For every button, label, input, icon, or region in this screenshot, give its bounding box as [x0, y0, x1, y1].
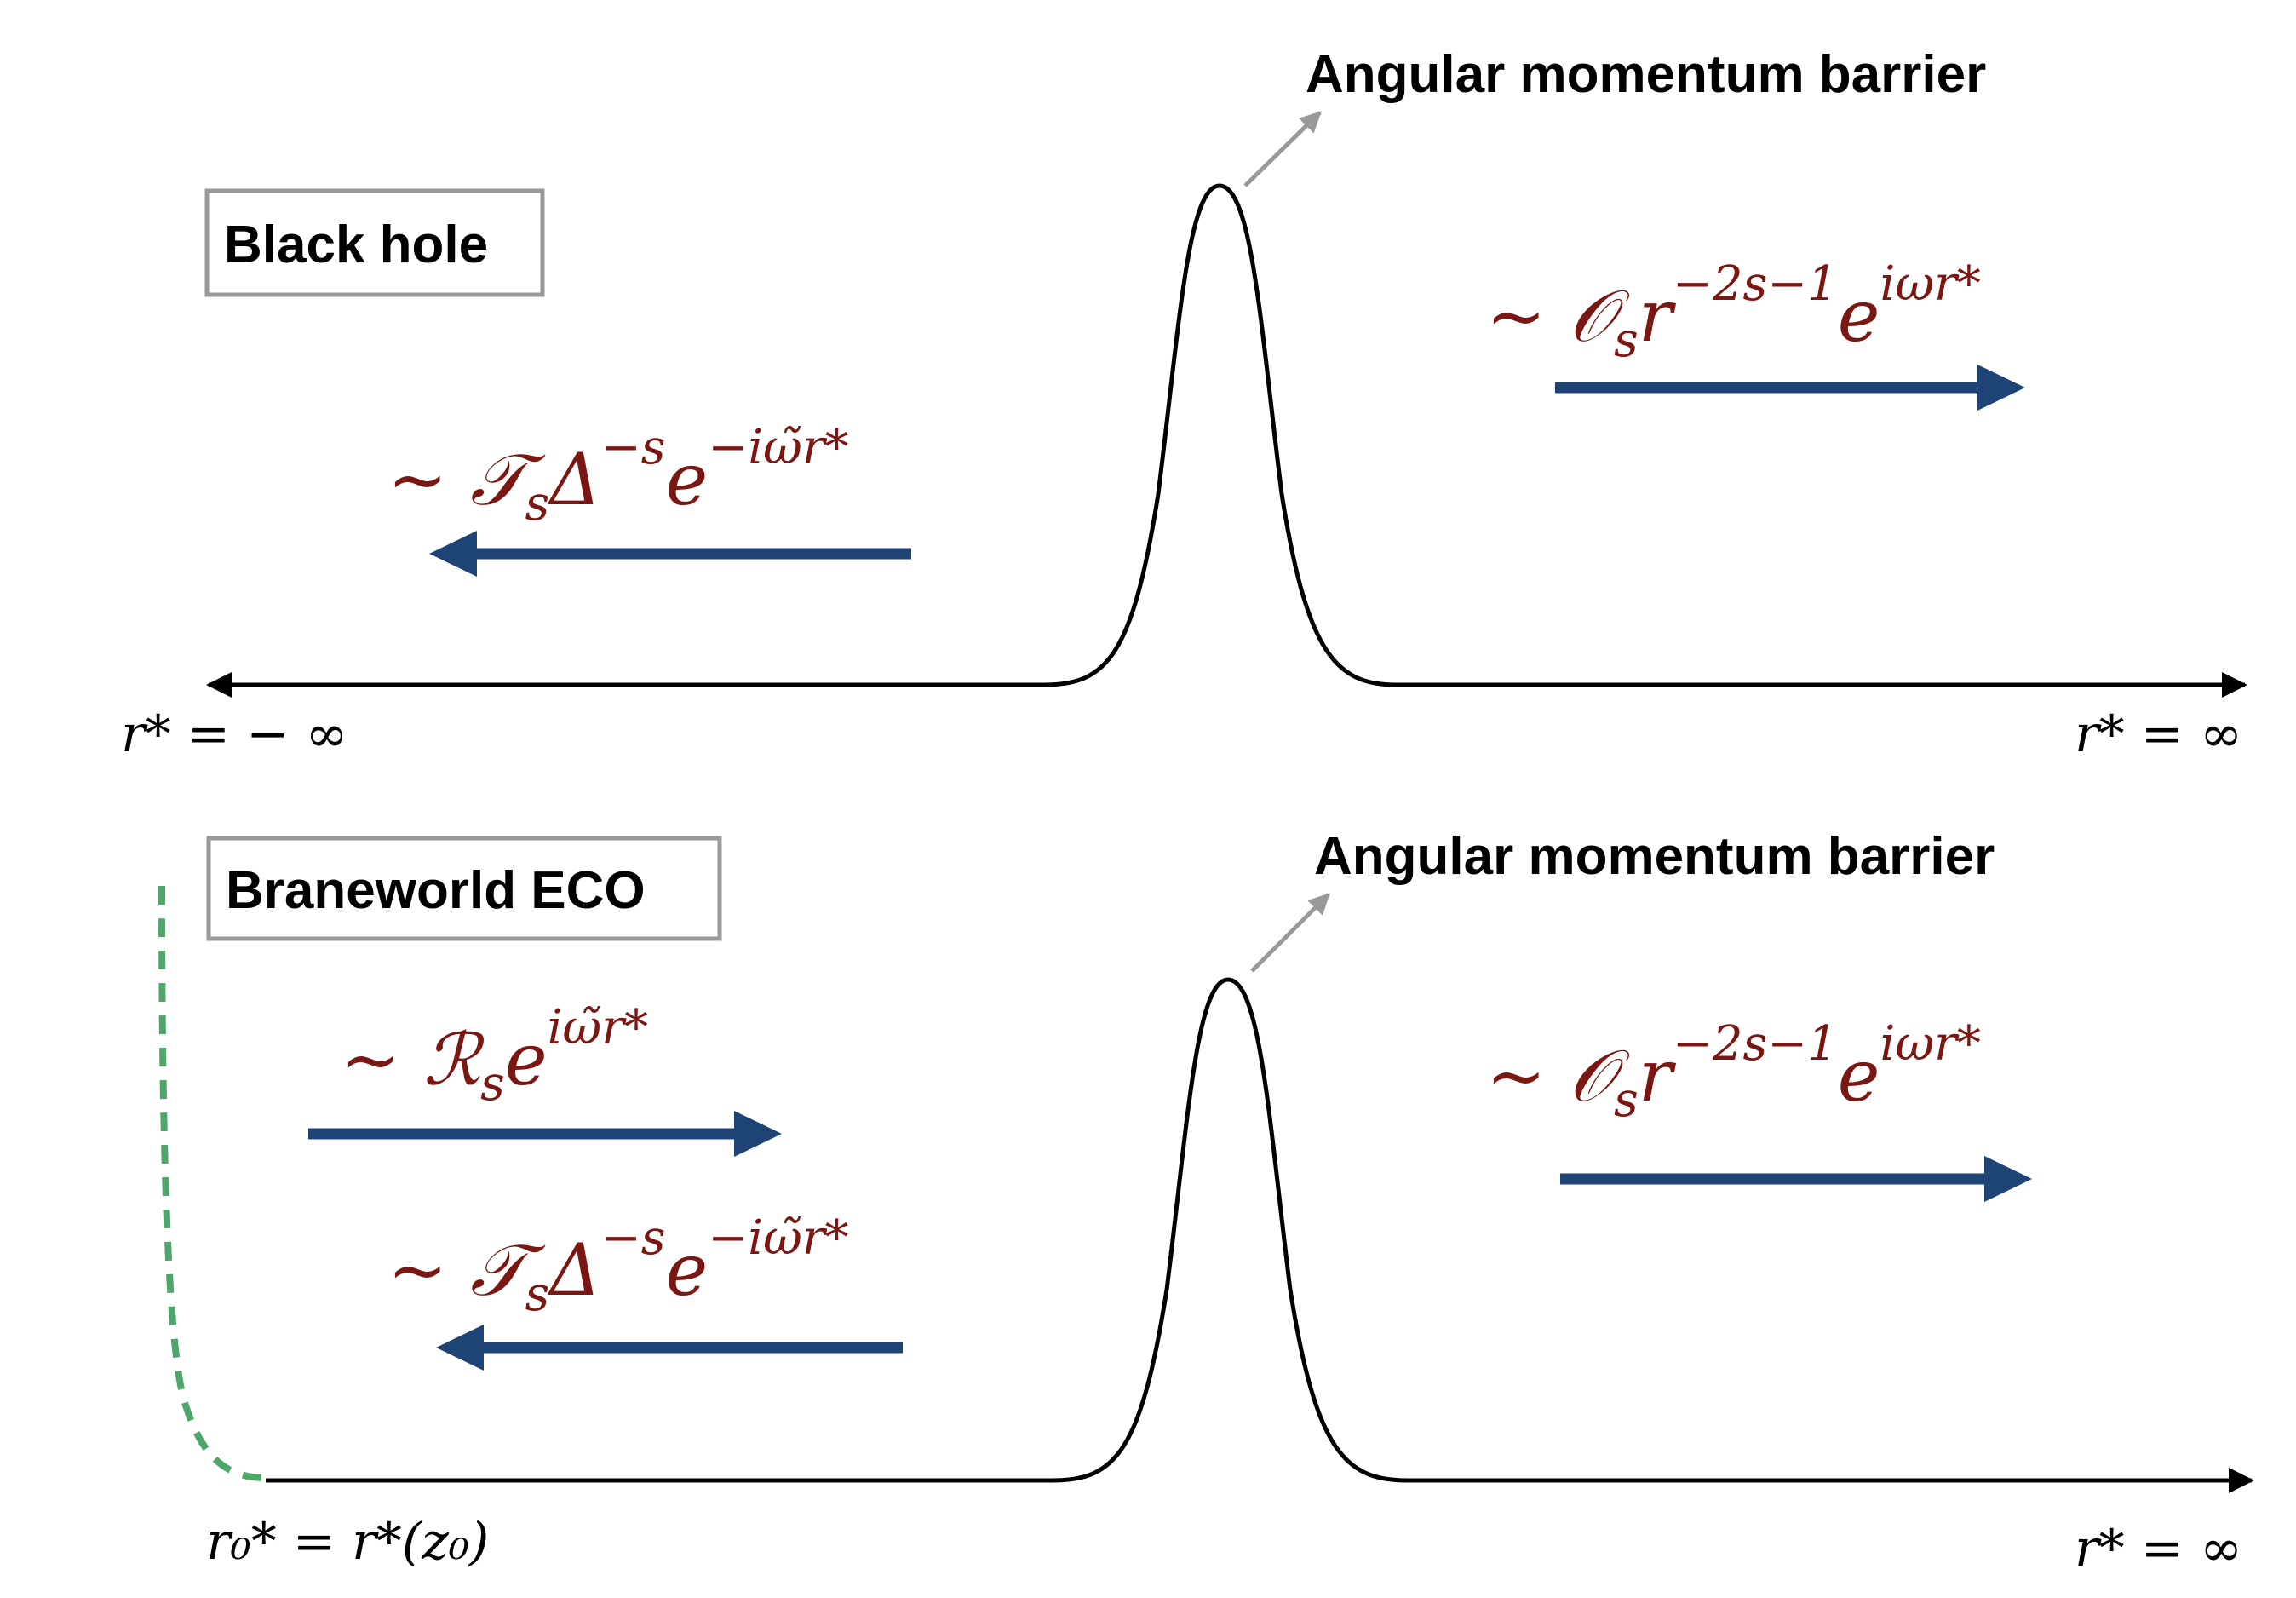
eco-reflected-exp: iω̃r* — [548, 1000, 648, 1055]
eco-ingoing-prefix: ~ — [387, 1228, 470, 1312]
eco-ingoing-expression: ~ 𝒯sΔ−se−iω̃r* — [387, 1210, 849, 1322]
top-left-axis-label: r* = − ∞ — [121, 704, 347, 764]
eco-outgoing-prefix: ~ — [1486, 1034, 1569, 1118]
panel-braneworld-eco: Braneworld ECO Angular momentum barrier … — [158, 827, 2254, 1578]
top-outgoing-arrow — [1555, 365, 2025, 411]
eco-outgoing-arrow — [1560, 1156, 2032, 1202]
top-potential-barrier-curve — [1043, 183, 1398, 687]
top-outgoing-prefix: ~ — [1486, 274, 1569, 358]
bottom-barrier-label: Angular momentum barrier — [1314, 827, 1995, 886]
black-hole-title: Black hole — [224, 216, 488, 274]
eco-ingoing-sup: −s — [601, 1210, 666, 1266]
eco-wall-dashed-curve — [158, 885, 267, 1481]
top-barrier-label: Angular momentum barrier — [1306, 45, 1986, 104]
top-outgoing-expression: ~ 𝒪sr−2s−1eiωr* — [1486, 256, 1981, 368]
top-ingoing-sup: −s — [601, 420, 666, 475]
top-ingoing-expression: ~ 𝒯sΔ−se−iω̃r* — [387, 420, 849, 532]
top-outgoing-base: r — [1639, 274, 1677, 358]
top-barrier-pointer-arrow — [1243, 111, 1322, 187]
top-ingoing-sub: s — [525, 476, 549, 532]
eco-outgoing-sup: −2s−1 — [1673, 1016, 1838, 1072]
eco-ingoing-sub: s — [525, 1267, 549, 1322]
bottom-left-axis-label: r₀* = r*(z₀) — [206, 1512, 489, 1572]
top-ingoing-exp: −iω̃r* — [708, 420, 848, 475]
eco-outgoing-exp: iωr* — [1880, 1016, 1980, 1072]
eco-reflected-sub: s — [480, 1056, 505, 1112]
top-outgoing-sup: −2s−1 — [1673, 256, 1838, 312]
eco-ingoing-exp-base: e — [666, 1228, 709, 1312]
eco-reflected-prefix: ~ — [341, 1018, 423, 1101]
top-right-axis-label: r* = ∞ — [2075, 704, 2242, 764]
bottom-right-axis-label: r* = ∞ — [2075, 1519, 2242, 1578]
eco-reflected-exp-base: e — [505, 1018, 548, 1101]
panel-black-hole: Black hole Angular momentum barrier r* =… — [121, 45, 2247, 764]
eco-title: Braneworld ECO — [226, 861, 646, 920]
eco-outgoing-exp-base: e — [1838, 1034, 1880, 1118]
eco-ingoing-exp: −iω̃r* — [708, 1210, 848, 1266]
eco-outgoing-base: r — [1639, 1034, 1677, 1118]
top-outgoing-exp-base: e — [1838, 274, 1880, 358]
bottom-potential-barrier-curve — [1052, 977, 1408, 1483]
eco-ingoing-base: Δ — [547, 1228, 601, 1312]
eco-reflected-arrow — [308, 1111, 782, 1157]
bottom-barrier-pointer-arrow — [1250, 893, 1330, 973]
eco-outgoing-expression: ~ 𝒪sr−2s−1eiωr* — [1486, 1016, 1981, 1128]
eco-ingoing-arrow — [436, 1325, 903, 1371]
eco-outgoing-sub: s — [1614, 1072, 1639, 1128]
top-ingoing-base: Δ — [547, 438, 601, 521]
top-ingoing-exp-base: e — [666, 438, 709, 521]
top-outgoing-exp: iωr* — [1880, 256, 1980, 312]
eco-title-box — [206, 836, 722, 941]
eco-reflected-expression: ~ ℛseiω̃r* — [341, 1000, 648, 1112]
eco-reflected-coeff: ℛ — [423, 1018, 485, 1101]
black-hole-title-box — [204, 188, 545, 297]
top-ingoing-arrow — [429, 531, 911, 577]
top-ingoing-prefix: ~ — [387, 438, 470, 521]
top-outgoing-sub: s — [1614, 313, 1639, 368]
